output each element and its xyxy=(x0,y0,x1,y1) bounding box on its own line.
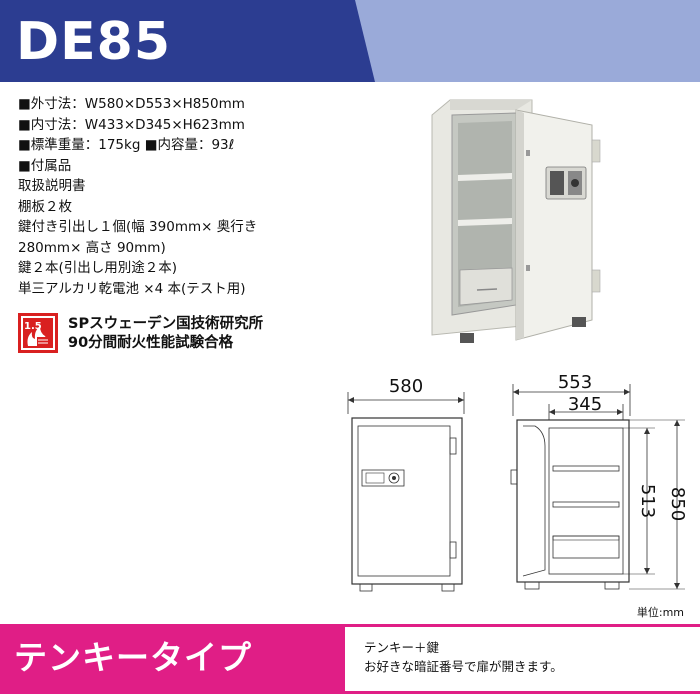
safe-photo xyxy=(431,99,601,343)
inner-height-label: 513 xyxy=(637,484,658,518)
type-label: テンキータイプ xyxy=(14,638,252,677)
certification-text: SPスウェーデン国技術研究所 90分間耐火性能試験合格 xyxy=(68,315,263,353)
type-label-panel: テンキータイプ xyxy=(0,627,345,691)
certification-line-1: SPスウェーデン国技術研究所 xyxy=(68,316,264,332)
spec-line: 取扱説明書 xyxy=(18,178,86,194)
type-description-line-2: お好きな暗証番号で扉が開きます。 xyxy=(364,659,563,674)
spec-list: ■外寸法：W580×D553×H850mm ■内寸法：W433×D345×H62… xyxy=(18,94,328,299)
spec-line: 鍵付き引出し１個(幅 390mm× 奥行き xyxy=(18,219,258,235)
certification-line-2: 90分間耐火性能試験合格 xyxy=(68,335,234,351)
badge-text: 1.5 xyxy=(24,321,42,332)
model-title: DE85 xyxy=(16,12,172,72)
unit-label: 単位:mm xyxy=(636,606,684,619)
front-view-diagram: 580 xyxy=(347,376,465,592)
side-depth-label: 553 xyxy=(558,372,592,393)
header-banner: DE85 xyxy=(0,0,700,82)
fire-rating-icon: 1.5 xyxy=(18,313,58,353)
spec-line: 棚板２枚 xyxy=(18,198,72,215)
spec-line: 鍵２本(引出し用別途２本) xyxy=(18,260,178,276)
spec-line: 280mm× 高さ 90mm) xyxy=(18,239,166,256)
spec-line: ■標準重量：175kg ■内容量：93ℓ xyxy=(18,137,235,153)
header-background xyxy=(0,0,700,82)
spec-line: 単三アルカリ乾電池 ×4 本(テスト用) xyxy=(18,280,246,297)
type-description: テンキー＋鍵 お好きな暗証番号で扉が開きます。 xyxy=(364,638,563,676)
spec-line: ■外寸法：W580×D553×H850mm xyxy=(18,96,245,112)
type-description-line-1: テンキー＋鍵 xyxy=(364,640,440,655)
total-height-label: 850 xyxy=(667,487,688,521)
spec-line: ■付属品 xyxy=(18,157,72,174)
footer-bar: テンキータイプ テンキー＋鍵 お好きな暗証番号で扉が開きます。 xyxy=(0,624,700,694)
inner-depth-label: 345 xyxy=(568,394,602,415)
front-width-label: 580 xyxy=(389,376,423,397)
side-view-diagram: 553 345 513 850 xyxy=(510,372,688,590)
spec-line: ■内寸法：W433×D345×H623mm xyxy=(18,116,245,133)
certification-block: 1.5 SPスウェーデン国技術研究所 90分間耐火性能試験合格 xyxy=(18,313,338,357)
